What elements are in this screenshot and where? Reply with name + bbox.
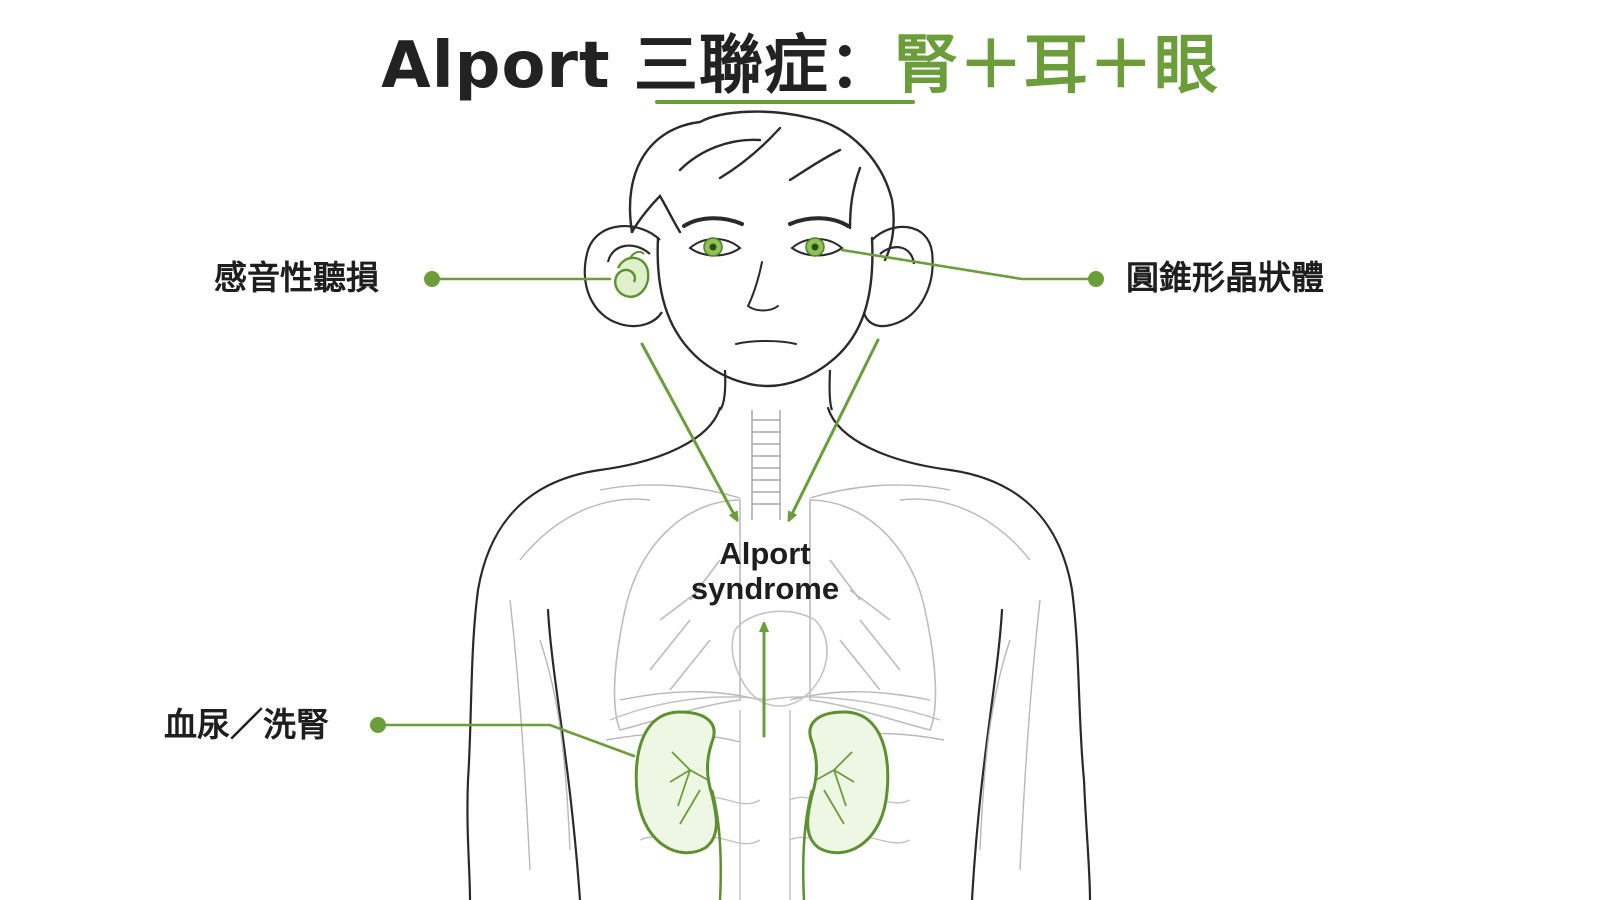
eyebrows <box>682 216 850 228</box>
converging-arrows <box>640 338 880 738</box>
title-kidney: 腎 <box>893 29 959 103</box>
title-ear: 耳 <box>1023 29 1089 103</box>
title-plus-2: ＋ <box>1088 29 1154 103</box>
callout-dots <box>370 271 1104 733</box>
title-plus-1: ＋ <box>958 29 1024 103</box>
center-label: Alport syndrome <box>660 536 870 606</box>
lungs <box>613 499 937 731</box>
callout-hematuria-dialysis: 血尿／洗腎 <box>164 705 329 744</box>
callout-lines <box>376 248 1098 758</box>
head <box>628 110 895 388</box>
center-label-line-1: Alport <box>719 536 811 571</box>
eye-left <box>688 237 742 257</box>
nose-mouth <box>735 261 797 345</box>
torso-outline <box>466 406 1092 900</box>
ear-left <box>583 224 663 328</box>
title-prefix: Alport 三聯症： <box>381 29 894 103</box>
eye-right <box>790 237 844 257</box>
cochlea-icon <box>614 250 650 298</box>
title-underline <box>655 100 915 104</box>
kidney-left <box>634 710 722 900</box>
page-title: Alport 三聯症：腎＋耳＋眼 <box>0 14 1600 106</box>
ear-right <box>862 225 934 328</box>
neck <box>719 369 834 411</box>
heart <box>731 610 828 707</box>
callout-hearing-loss: 感音性聽損 <box>214 258 379 297</box>
kidney-right <box>802 710 890 900</box>
center-label-line-2: syndrome <box>690 571 840 606</box>
trachea <box>751 410 781 520</box>
callout-lenticonus: 圓錐形晶狀體 <box>1126 258 1324 297</box>
title-eye: 眼 <box>1153 29 1219 103</box>
